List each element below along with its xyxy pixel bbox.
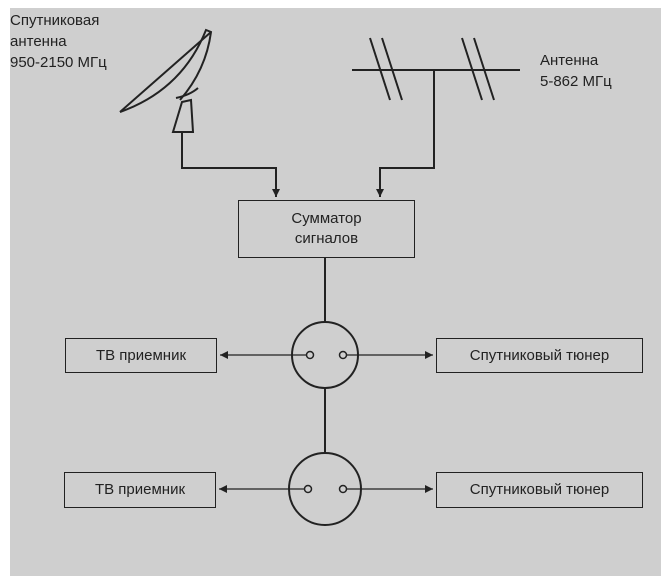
satellite-antenna-label-line2: антенна: [10, 33, 67, 50]
satellite-dish-icon: [119, 28, 213, 133]
satellite-antenna-label-line3: 950-2150 МГц: [10, 54, 107, 71]
satellite-tuner-box-2: Спутниковый тюнер: [436, 472, 643, 508]
tv-receiver-label-2: ТВ приемник: [94, 481, 186, 498]
tv-receiver-box-2: ТВ приемник: [64, 472, 216, 508]
satellite-tuner-box-1: Спутниковый тюнер: [436, 338, 643, 373]
antenna-feed-lines: [181, 70, 435, 197]
tv-receiver-label-1: ТВ приемник: [95, 346, 187, 364]
combiner-label-line1: Сумматор: [291, 210, 362, 227]
satellite-tuner-label-1: Спутниковый тюнер: [469, 346, 610, 364]
tv-receiver-box-1: ТВ приемник: [65, 338, 217, 373]
satellite-antenna-label: Спутниковая антенна 950-2150 МГц: [10, 10, 107, 73]
terrestrial-antenna-label-line2: 5-862 МГц: [540, 73, 612, 90]
tv-antenna-icon: [352, 37, 520, 101]
combiner-label-line2: сигналов: [294, 230, 359, 247]
satellite-antenna-label-line1: Спутниковая: [10, 12, 100, 29]
terrestrial-antenna-label-line1: Антенна: [540, 52, 599, 69]
terrestrial-antenna-label: Антенна 5-862 МГц: [540, 50, 612, 92]
signal-combiner-box: Сумматор сигналов: [238, 200, 415, 258]
satellite-tuner-label-2: Спутниковый тюнер: [469, 481, 610, 498]
